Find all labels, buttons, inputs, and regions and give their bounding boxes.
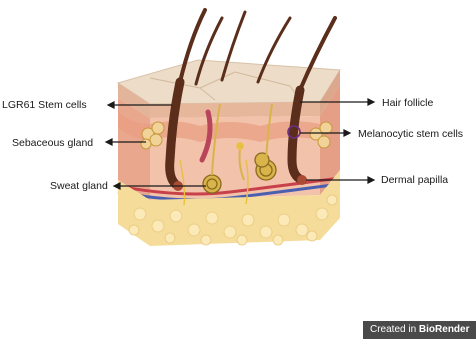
dermal-papilla-right — [297, 175, 307, 185]
label-sweat-gland: Sweat gland — [50, 180, 108, 192]
label-lgr61-stem-cells: LGR61 Stem cells — [2, 99, 87, 111]
label-hair-follicle: Hair follicle — [382, 97, 433, 109]
biorender-watermark: Created in BioRender — [363, 321, 476, 339]
label-dermal-papilla: Dermal papilla — [381, 174, 448, 186]
arrowhead-hair-follicle — [368, 99, 374, 105]
label-melanocytic-stem-cells: Melanocytic stem cells — [358, 128, 463, 140]
label-sebaceous-gland: Sebaceous gland — [12, 137, 93, 149]
arrowhead-sweat — [114, 183, 120, 189]
arrowhead-dermal-papilla — [368, 177, 374, 183]
epidermis-top-surface — [118, 60, 340, 104]
watermark-brand: BioRender — [419, 324, 470, 335]
watermark-prefix: Created in — [370, 324, 416, 335]
arrowhead-lgr61 — [108, 102, 114, 108]
arrowhead-melanocytic — [344, 130, 350, 136]
arrowhead-sebaceous — [106, 139, 112, 145]
